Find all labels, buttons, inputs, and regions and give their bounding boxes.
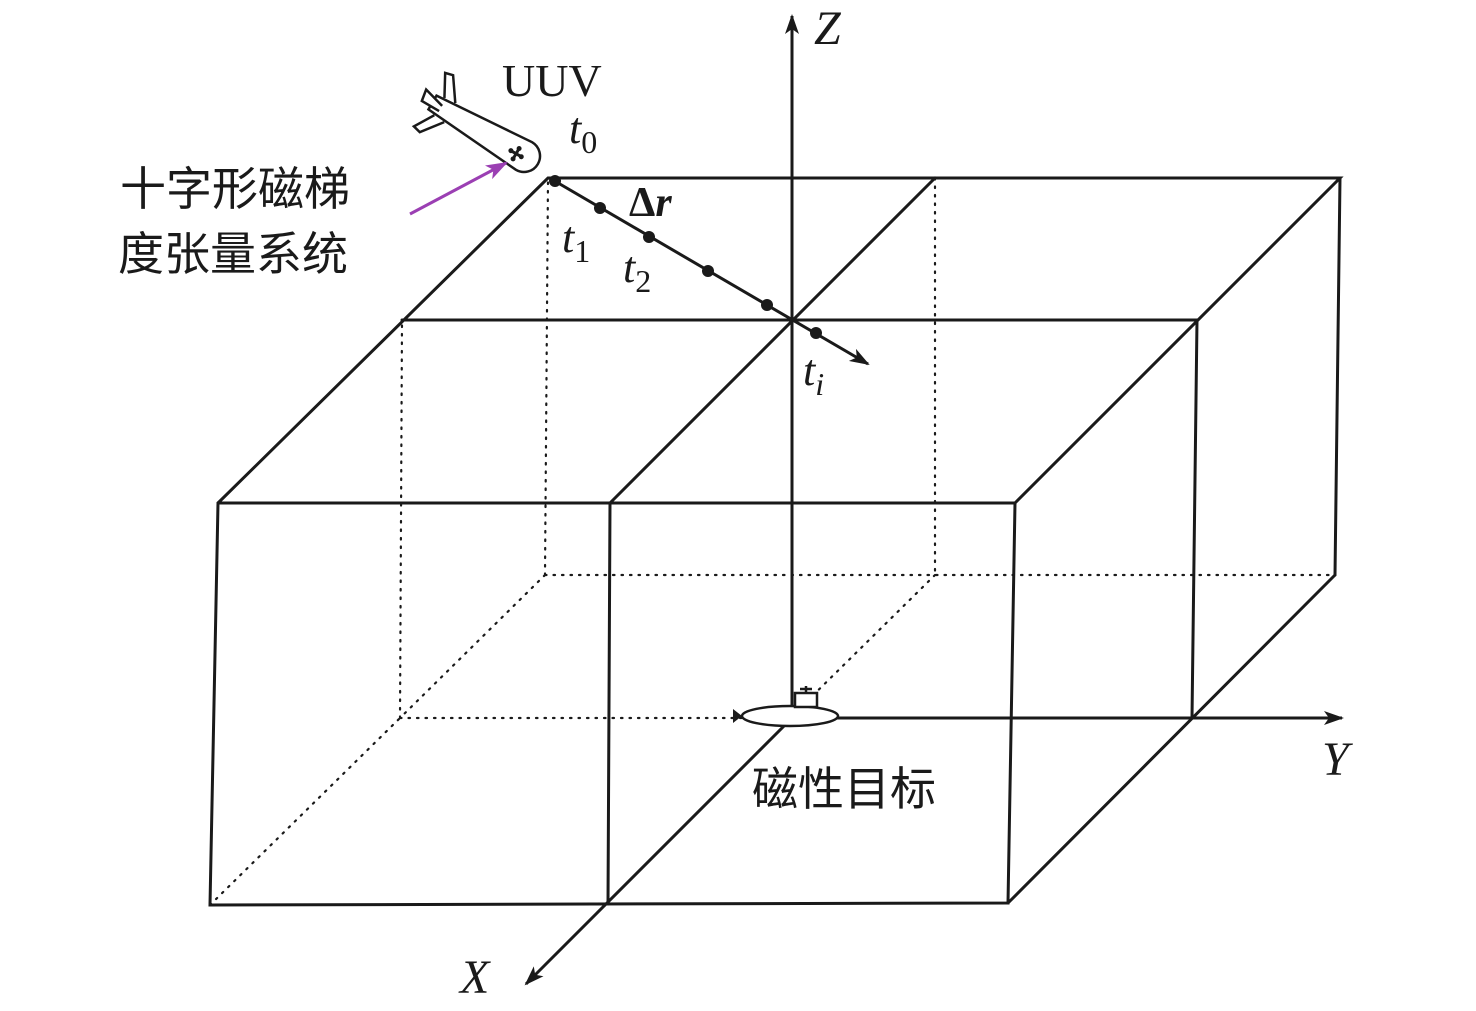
sensor-label-line2: 度张量系统: [118, 227, 348, 281]
time-label-t1: t1: [562, 213, 590, 269]
sensor-label-line1: 十字形磁梯: [120, 162, 350, 216]
submarine-icon: [733, 686, 840, 728]
x-axis: [524, 716, 794, 986]
trajectory-point-ti: [810, 327, 822, 339]
uuv-vehicle-icon: [411, 71, 542, 174]
uuv-label: UUV: [502, 55, 602, 106]
trajectory-point-t0: [549, 175, 561, 187]
y-axis-label: Y: [1322, 733, 1353, 786]
box-edges: [208, 176, 1344, 907]
trajectory-point-t1: [594, 202, 606, 214]
uuv-trajectory: [549, 175, 870, 366]
sensor-pointer-arrow: [409, 161, 508, 216]
trajectory-point: [702, 265, 714, 277]
time-label-t2: t2: [623, 243, 651, 299]
time-label-t0: t0: [569, 104, 597, 160]
time-label-ti: ti: [803, 346, 824, 402]
trajectory-point: [761, 299, 773, 311]
magnetic-target-label: 磁性目标: [752, 762, 936, 816]
delta-r-label: Δr: [629, 180, 672, 226]
trajectory-point-t2: [643, 231, 655, 243]
coordinate-axes: [524, 14, 1344, 986]
cross-sensor-icon: [508, 146, 524, 162]
z-axis-label: Z: [814, 2, 842, 55]
x-axis-label: X: [458, 951, 491, 1004]
